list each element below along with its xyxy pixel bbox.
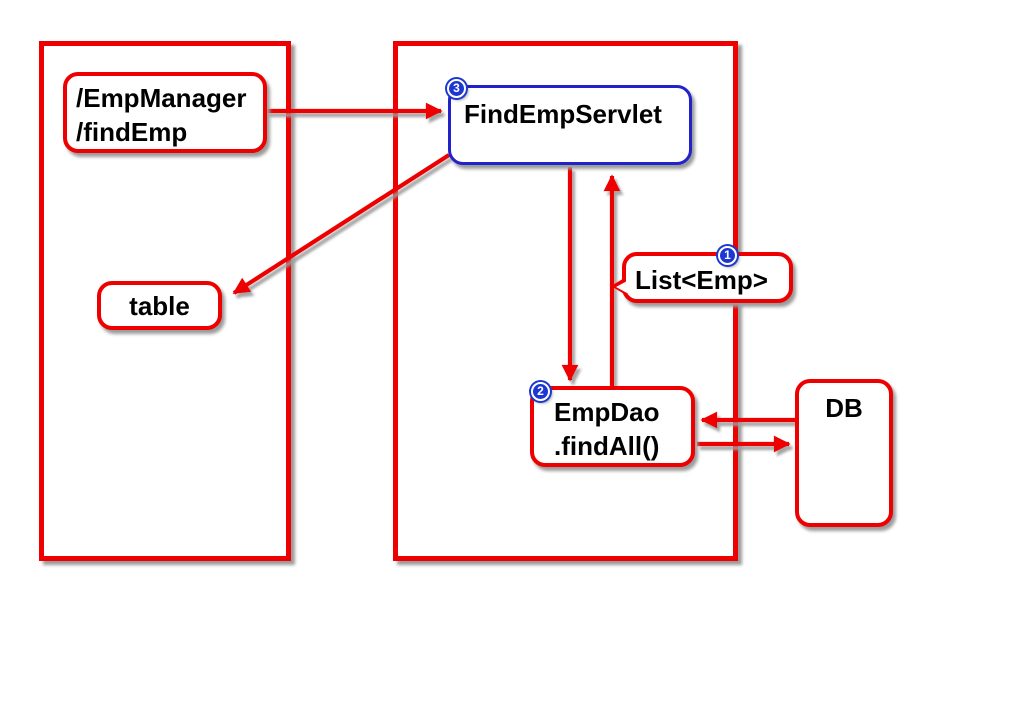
emp-dao-line2: .findAll() (554, 431, 660, 461)
node-list-emp-callout: 1 List<Emp> (611, 246, 793, 303)
node-emp-dao: 2 EmpDao .findAll() (530, 382, 695, 467)
step-2-badge: 2 (531, 382, 550, 401)
table-label: table (129, 290, 190, 321)
node-db: DB (795, 379, 893, 527)
emp-dao-line1: EmpDao (554, 397, 660, 427)
node-find-emp-servlet: 3 FindEmpServlet (447, 79, 692, 165)
servlet-label: FindEmpServlet (464, 99, 662, 129)
node-table: table (97, 281, 222, 330)
db-label: DB (825, 393, 863, 423)
emp-manager-line2: /findEmp (76, 117, 188, 147)
node-emp-manager-url: /EmpManager /findEmp (63, 72, 267, 153)
step-1-badge: 1 (718, 246, 737, 265)
emp-manager-line1: /EmpManager (76, 83, 247, 113)
step-3-badge: 3 (447, 79, 466, 98)
list-emp-label: List<Emp> (635, 265, 768, 295)
